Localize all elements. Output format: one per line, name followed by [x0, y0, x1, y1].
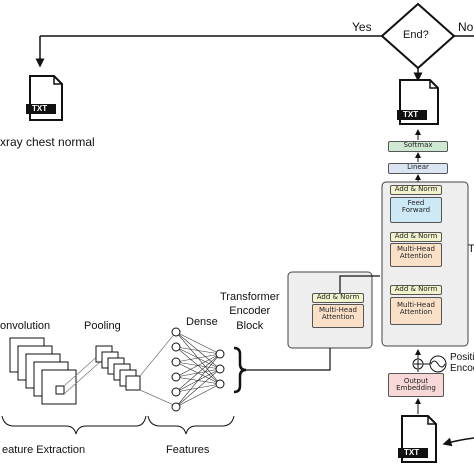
- feed-forward-block: Feed Forward: [390, 197, 442, 223]
- dense-node: [171, 387, 181, 397]
- convolution-label: onvolution: [0, 320, 51, 332]
- encoder-attention-block: Multi-Head Attention: [312, 304, 364, 328]
- dense-connection: [175, 353, 221, 363]
- features-to-encoder-line: [244, 348, 331, 371]
- dense-node: [215, 379, 225, 389]
- decoder-output-file-icon: [397, 79, 439, 125]
- dense-node: [215, 349, 225, 359]
- dense-node: [171, 402, 181, 412]
- dense-connection: [175, 368, 221, 408]
- dense-node: [171, 342, 181, 352]
- dense-node: [215, 364, 225, 374]
- features-bottom-brace: [147, 415, 235, 435]
- convolution-feature-maps: [9, 337, 77, 405]
- end-decision-label: End?: [403, 29, 429, 41]
- dense-node: [171, 327, 181, 337]
- no-label: No: [458, 20, 474, 34]
- result-file-type: TXT: [32, 104, 48, 113]
- output-embedding-block: Output Embedding: [388, 373, 444, 397]
- features-brace: [233, 346, 247, 394]
- decoder-add-norm-3: Add & Norm: [390, 185, 442, 195]
- dense-connection: [175, 331, 221, 355]
- linear-block: Linear: [388, 163, 448, 174]
- result-caption: xray chest normal: [0, 135, 95, 149]
- dense-connection: [175, 353, 221, 408]
- softmax-block: Softmax: [388, 141, 448, 152]
- feature-extraction-label: eature Extraction: [2, 444, 86, 456]
- dense-connection: [175, 353, 221, 393]
- input-file-type: TXT: [404, 448, 420, 457]
- decoder-add-norm-1: Add & Norm: [390, 285, 442, 295]
- decoder-self-attention-block: Multi-Head Attention: [390, 297, 442, 325]
- decoder-add-norm-2: Add & Norm: [390, 232, 442, 242]
- positional-encoding-label: Positi Encod: [450, 352, 474, 374]
- result-file-icon: [26, 75, 63, 121]
- dense-node: [171, 357, 181, 367]
- encoder-to-decoder-line: [339, 275, 380, 294]
- input-arrow-curve: [442, 437, 474, 447]
- yes-label: Yes: [352, 20, 372, 34]
- feature-extraction-brace: [1, 415, 147, 435]
- dense-node: [171, 372, 181, 382]
- dense-label: Dense: [186, 316, 218, 328]
- dense-connection: [175, 346, 221, 355]
- encoder-add-norm: Add & Norm: [312, 293, 364, 303]
- dense-network: [171, 327, 225, 412]
- decoder-side-label: T: [468, 243, 474, 255]
- pooling-label: Pooling: [84, 320, 121, 332]
- decoder-cross-attention-block: Multi-Head Attention: [390, 243, 442, 267]
- features-label: Features: [166, 444, 210, 456]
- dense-connection: [175, 383, 221, 408]
- decoder-input-file-icon: [398, 415, 437, 463]
- output-file-type: TXT: [403, 110, 419, 119]
- dense-connection: [175, 353, 221, 378]
- encoder-block-title: Transformer Encoder Block: [220, 291, 280, 332]
- pooling-feature-maps: [95, 345, 141, 391]
